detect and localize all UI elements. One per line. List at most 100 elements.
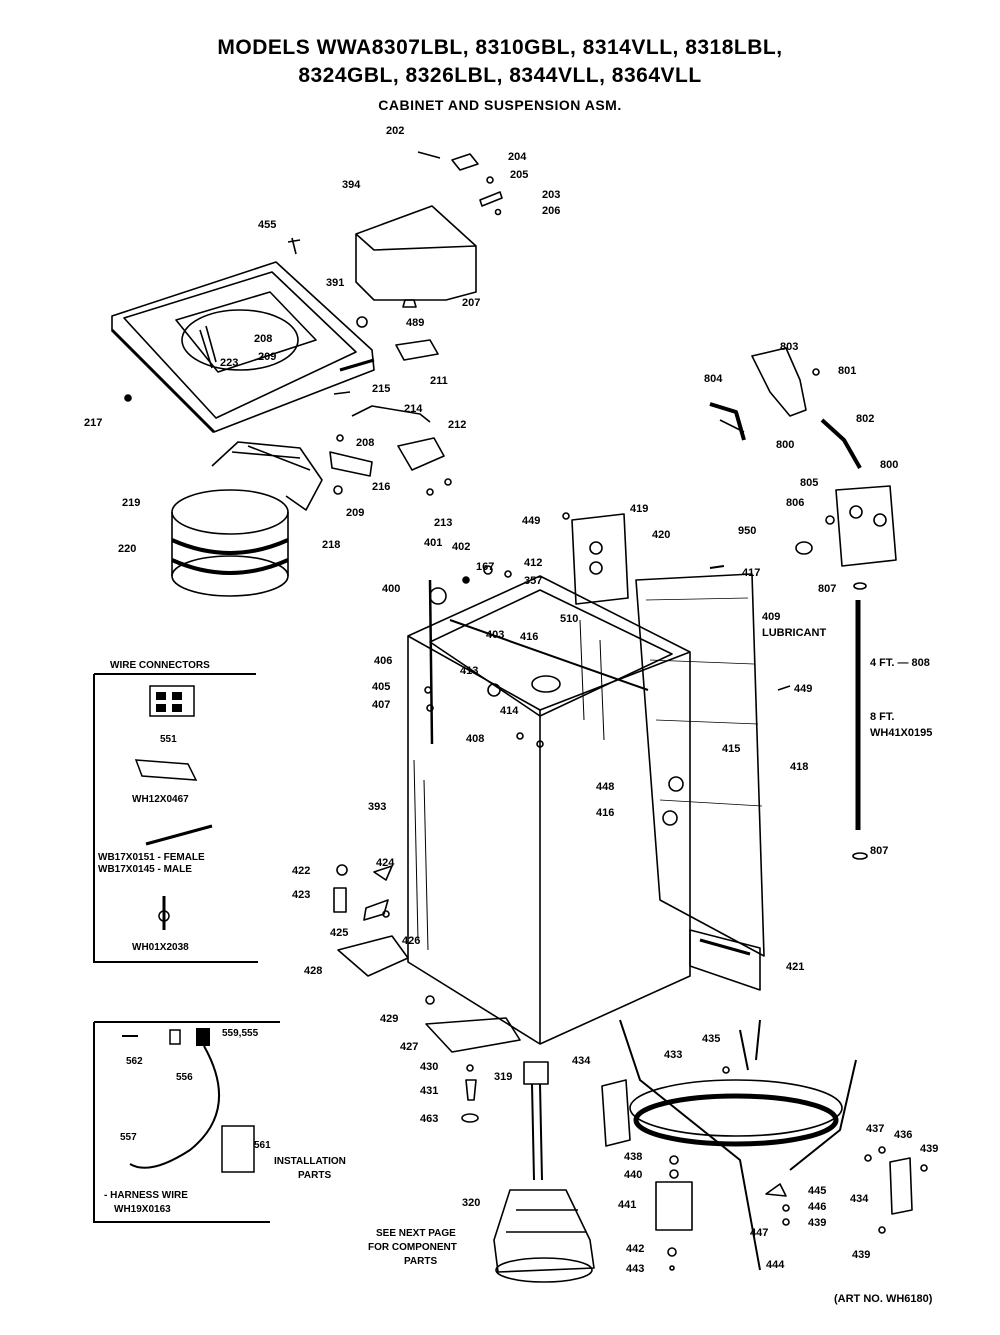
page-title-line-1: MODELS WWA8307LBL, 8310GBL, 8314VLL, 831… <box>217 36 783 59</box>
washer-205-shape <box>486 176 494 184</box>
svg-text:208: 208 <box>254 333 272 345</box>
cabinet-shape <box>407 575 691 1045</box>
svg-text:427: 427 <box>400 1041 418 1053</box>
svg-text:167: 167 <box>476 561 494 573</box>
hose-8ft-label: 8 FT. <box>870 711 894 723</box>
svg-text:406: 406 <box>374 655 392 667</box>
svg-text:455: 455 <box>258 219 276 231</box>
svg-text:807: 807 <box>818 583 836 595</box>
harness-561-label: 561 <box>254 1140 271 1151</box>
svg-text:805: 805 <box>800 477 818 489</box>
svg-text:218: 218 <box>322 539 340 551</box>
svg-text:429: 429 <box>380 1013 398 1025</box>
svg-text:445: 445 <box>808 1185 826 1197</box>
svg-text:449: 449 <box>794 683 812 695</box>
svg-text:439: 439 <box>852 1249 870 1261</box>
svg-text:405: 405 <box>372 681 390 693</box>
svg-text:209: 209 <box>346 507 364 519</box>
svg-text:215: 215 <box>372 383 390 395</box>
svg-text:219: 219 <box>122 497 140 509</box>
svg-text:431: 431 <box>420 1085 438 1097</box>
svg-text:212: 212 <box>448 419 466 431</box>
svg-text:800: 800 <box>776 439 794 451</box>
valve-bracket-shape <box>751 347 807 417</box>
svg-text:206: 206 <box>542 205 560 217</box>
svg-text:439: 439 <box>808 1217 826 1229</box>
page-subtitle: CABINET AND SUSPENSION ASM. <box>378 97 622 113</box>
svg-text:425: 425 <box>330 927 348 939</box>
svg-text:424: 424 <box>376 857 395 869</box>
art-number: (ART NO. WH6180) <box>834 1293 933 1305</box>
svg-text:408: 408 <box>466 733 484 745</box>
svg-text:444: 444 <box>766 1259 785 1271</box>
svg-text:202: 202 <box>386 125 404 137</box>
svg-text:447: 447 <box>750 1227 768 1239</box>
harness-556-label: 556 <box>176 1072 193 1083</box>
svg-text:407: 407 <box>372 699 390 711</box>
part-203-shape <box>479 191 503 207</box>
svg-text:440: 440 <box>624 1169 642 1181</box>
svg-text:204: 204 <box>508 151 527 163</box>
svg-text:357: 357 <box>524 575 542 587</box>
svg-text:403: 403 <box>486 629 504 641</box>
page-title-line-2: 8324GBL, 8326LBL, 8344VLL, 8364VLL <box>298 64 702 87</box>
svg-text:801: 801 <box>838 365 856 377</box>
harness-559-555-label: 559,555 <box>222 1028 259 1039</box>
svg-text:401: 401 <box>424 537 442 549</box>
svg-text:412: 412 <box>524 557 542 569</box>
svg-text:489: 489 <box>406 317 424 329</box>
svg-text:435: 435 <box>702 1033 720 1045</box>
svg-text:319: 319 <box>494 1071 512 1083</box>
bracket-204-shape <box>451 153 479 171</box>
connector-male-label: WB17X0145 - MALE <box>98 864 192 875</box>
hose-8ft-part: WH41X0195 <box>870 727 932 739</box>
svg-text:802: 802 <box>856 413 874 425</box>
lid-shape <box>355 205 477 301</box>
see-next-page-3: PARTS <box>404 1256 437 1267</box>
svg-text:418: 418 <box>790 761 808 773</box>
suspension-ring-shape <box>629 1079 843 1137</box>
svg-text:449: 449 <box>522 515 540 527</box>
svg-text:510: 510 <box>560 613 578 625</box>
svg-text:393: 393 <box>368 801 386 813</box>
parts-label: PARTS <box>298 1170 331 1181</box>
svg-text:320: 320 <box>462 1197 480 1209</box>
svg-text:442: 442 <box>626 1243 644 1255</box>
svg-text:446: 446 <box>808 1201 826 1213</box>
lubricant-number: 409 <box>762 611 780 623</box>
svg-text:448: 448 <box>596 781 614 793</box>
drive-motor-shape <box>493 1189 595 1273</box>
svg-text:807: 807 <box>870 845 888 857</box>
svg-text:439: 439 <box>920 1143 938 1155</box>
svg-text:217: 217 <box>84 417 102 429</box>
svg-text:463: 463 <box>420 1113 438 1125</box>
svg-text:804: 804 <box>704 373 723 385</box>
see-next-page-1: SEE NEXT PAGE <box>376 1228 456 1239</box>
svg-text:220: 220 <box>118 543 136 555</box>
svg-text:214: 214 <box>404 403 423 415</box>
rear-panel-shape <box>635 573 765 957</box>
connector-wh01x2038-label: WH01X2038 <box>132 942 189 953</box>
svg-text:211: 211 <box>430 375 448 387</box>
water-valve-shape <box>835 485 897 567</box>
tub-ring-219-shape <box>171 489 289 535</box>
center-post-shape <box>531 675 561 693</box>
svg-text:443: 443 <box>626 1263 644 1275</box>
hose-4ft-label: 4 FT. — 808 <box>870 657 930 669</box>
svg-text:438: 438 <box>624 1151 642 1163</box>
svg-text:441: 441 <box>618 1199 636 1211</box>
wire-box-heading: WIRE CONNECTORS <box>110 660 210 671</box>
svg-text:417: 417 <box>742 567 760 579</box>
svg-text:400: 400 <box>382 583 400 595</box>
harness-557-label: 557 <box>120 1132 137 1143</box>
svg-text:416: 416 <box>596 807 614 819</box>
svg-text:422: 422 <box>292 865 310 877</box>
tub-ring-220-shape <box>171 555 289 597</box>
svg-text:420: 420 <box>652 529 670 541</box>
svg-text:415: 415 <box>722 743 740 755</box>
svg-text:205: 205 <box>510 169 528 181</box>
svg-text:437: 437 <box>866 1123 884 1135</box>
see-next-page-2: FOR COMPONENT <box>368 1242 457 1253</box>
svg-text:414: 414 <box>500 705 519 717</box>
